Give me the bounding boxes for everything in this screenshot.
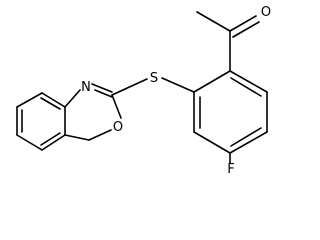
molecule-structure: N O S O F — [16, 5, 271, 174]
acetyl-group — [196, 11, 260, 72]
sulfur-label: S — [150, 71, 158, 86]
oxazole-ring — [64, 83, 122, 141]
benzoxazole-benzene-ring — [16, 92, 66, 151]
ring-oxygen-label: O — [113, 120, 123, 135]
fluorine-label: F — [227, 162, 234, 174]
carbonyl-oxygen-label: O — [261, 5, 271, 20]
nitrogen-label: N — [81, 80, 91, 95]
thioether-bonds — [111, 77, 195, 96]
fluorophenyl-ring — [193, 70, 268, 154]
